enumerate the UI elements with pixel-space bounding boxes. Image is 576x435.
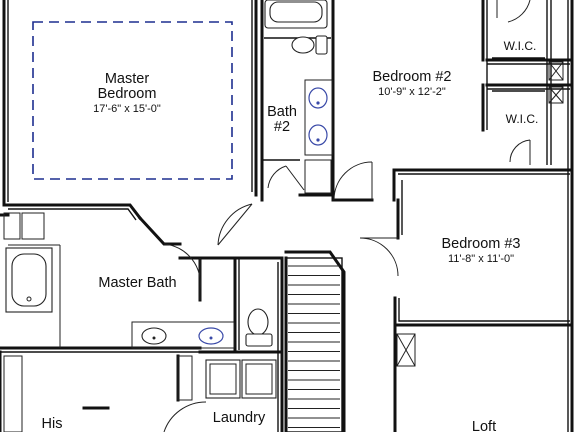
bath2-door bbox=[267, 165, 305, 191]
master-bedroom-walls bbox=[2, 0, 258, 221]
master-bedroom-name-line2: Bedroom bbox=[97, 86, 157, 103]
wic-shelf-box-bottom bbox=[548, 86, 564, 104]
bath2-label: Bath #2 bbox=[260, 104, 304, 136]
master-bath-door bbox=[163, 243, 201, 300]
master-bath-sink-left bbox=[141, 327, 167, 345]
bath2-vanity bbox=[304, 79, 333, 156]
bedroom2-dims: 10'-9" x 12'-2" bbox=[378, 86, 446, 99]
bath2-name-line2: #2 bbox=[273, 119, 291, 136]
laundry-label: Laundry bbox=[204, 410, 274, 426]
bath2-name-line1: Bath bbox=[267, 104, 297, 120]
washer bbox=[205, 359, 241, 399]
stair-treads bbox=[288, 265, 340, 428]
wic-shelf-box-top bbox=[548, 61, 564, 81]
bath2-toilet bbox=[291, 35, 328, 55]
laundry-name: Laundry bbox=[212, 410, 266, 426]
master-bath-tub bbox=[5, 247, 53, 313]
master-bedroom-label: Master Bedroom 17'-6" x 15'-0" bbox=[62, 71, 192, 116]
laundry-walls bbox=[198, 256, 284, 432]
bath2-linen bbox=[304, 159, 332, 194]
master-bath-linen bbox=[3, 212, 45, 240]
bath2-tub-inner bbox=[269, 1, 323, 23]
his-name: His bbox=[41, 416, 63, 432]
loft-label: Loft bbox=[462, 419, 506, 435]
loft-name: Loft bbox=[471, 419, 497, 435]
wic-lower-label: W.I.C. bbox=[490, 111, 554, 128]
tray-ceiling-outline bbox=[32, 21, 233, 180]
bedroom2-walls bbox=[331, 0, 488, 202]
master-bath-label: Master Bath bbox=[80, 275, 195, 291]
master-bedroom-dims: 17'-6" x 15'-0" bbox=[93, 103, 161, 116]
master-bath-sink-right bbox=[198, 327, 224, 345]
his-label: His bbox=[32, 416, 72, 432]
master-bath-name: Master Bath bbox=[98, 275, 177, 291]
bedroom3-dims: 11'-8" x 11'-0" bbox=[447, 253, 515, 266]
wic-upper-name: W.I.C. bbox=[503, 39, 537, 53]
master-bath-shower-area bbox=[8, 244, 61, 348]
master-bath-toilet bbox=[245, 308, 273, 347]
wic-lower-door bbox=[509, 139, 531, 165]
bath2-sink-bottom bbox=[308, 124, 328, 146]
bedroom2-door bbox=[333, 161, 373, 201]
his-closet-walls bbox=[0, 350, 193, 432]
bedroom2-label: Bedroom #2 10'-9" x 12'-2" bbox=[352, 69, 472, 99]
bedroom3-name: Bedroom #3 bbox=[441, 236, 521, 252]
bedroom2-name: Bedroom #2 bbox=[372, 69, 452, 85]
wic-upper-label: W.I.C. bbox=[490, 38, 550, 55]
bedroom3-label: Bedroom #3 11'-8" x 11'-0" bbox=[420, 236, 542, 266]
bath2-sink-top bbox=[308, 87, 328, 109]
bedroom2-closet-door bbox=[496, 0, 531, 23]
wic-lower-name: W.I.C. bbox=[505, 112, 539, 126]
bedroom3-door bbox=[359, 237, 399, 277]
wic-walls bbox=[485, 0, 572, 165]
hall-door-left bbox=[217, 203, 253, 246]
master-bedroom-name-line1: Master bbox=[104, 71, 150, 87]
loft-walls bbox=[393, 323, 416, 432]
laundry-door bbox=[163, 401, 207, 432]
dryer bbox=[241, 359, 277, 399]
master-bath-vanity bbox=[131, 321, 235, 349]
staircase bbox=[284, 250, 346, 432]
